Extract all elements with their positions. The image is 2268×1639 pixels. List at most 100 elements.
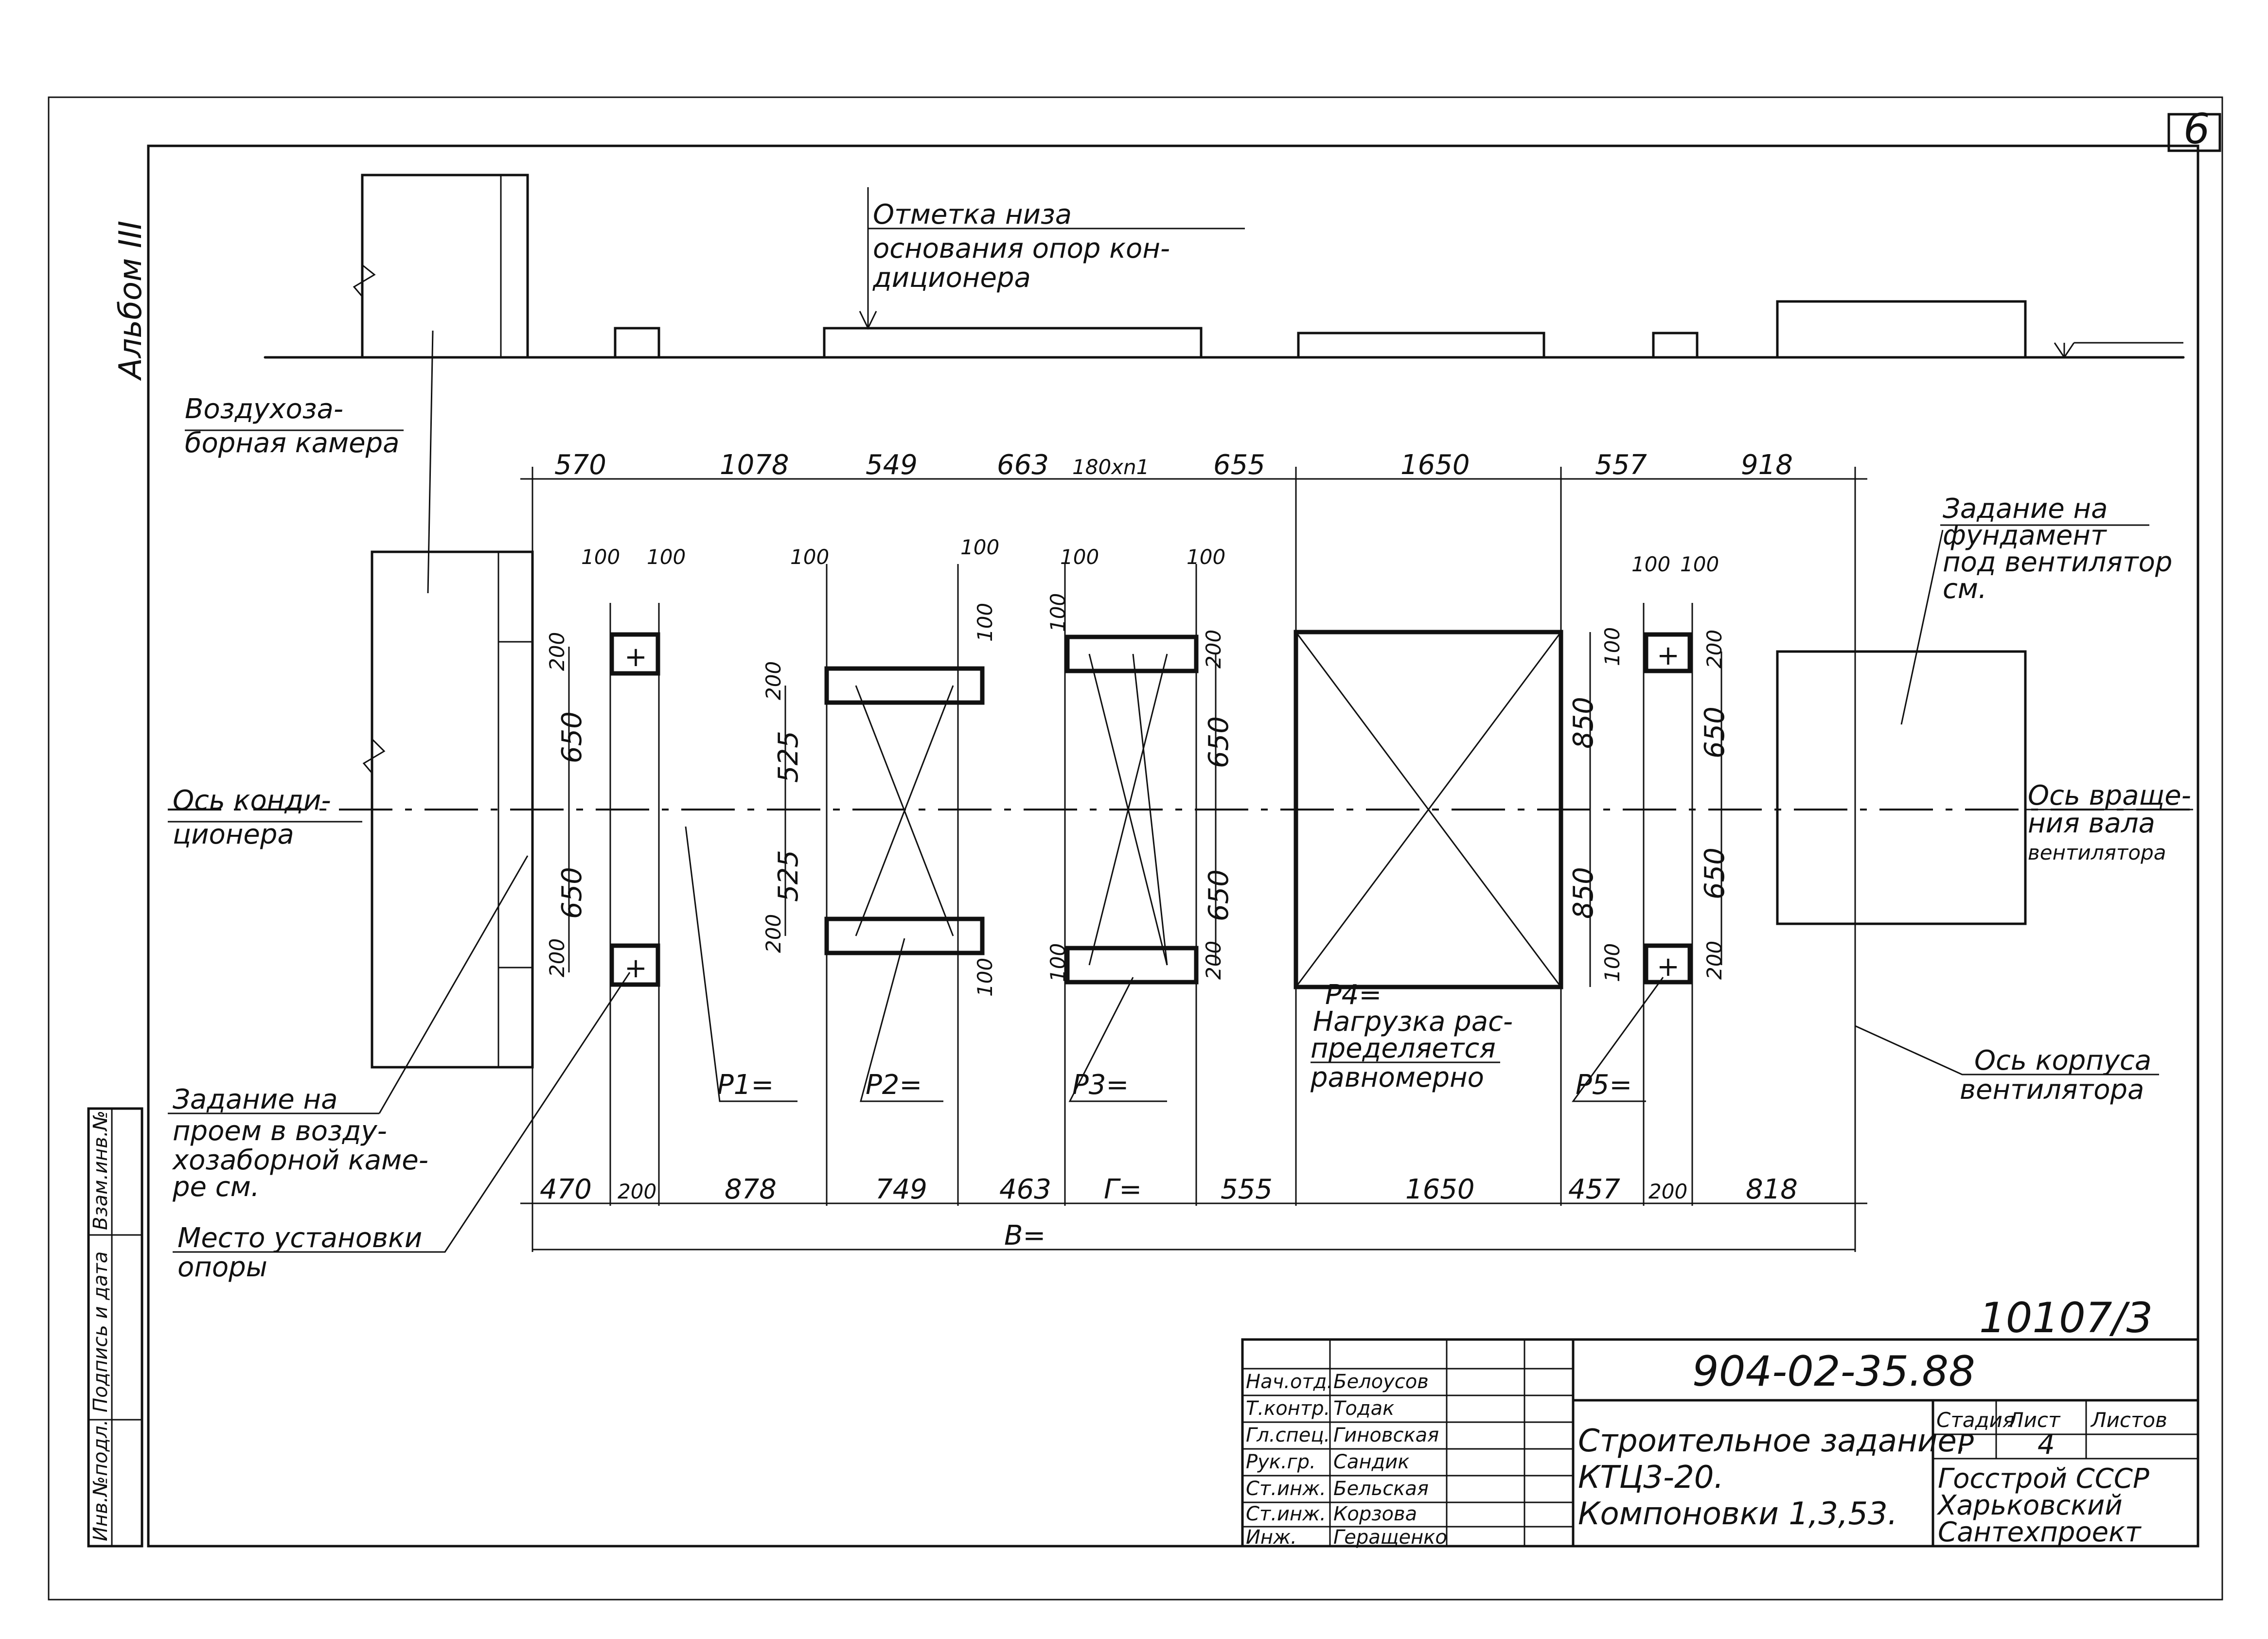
svg-text:100: 100 — [1046, 943, 1070, 982]
label-support-place-1: Место установки — [177, 1222, 422, 1254]
svg-text:Геращенко: Геращенко — [1333, 1526, 1447, 1549]
elevation-fan-block — [1776, 300, 2027, 359]
svg-text:100: 100 — [1060, 545, 1099, 569]
side-stamp-inv: Инв.№подл. — [89, 1419, 112, 1541]
top-dimension-chain: 570 1078 549 663 180xn1 655 1650 557 918 — [520, 449, 1867, 481]
support-pad-3-top — [1065, 634, 1199, 673]
bottom-dim-1: 470 — [540, 1174, 592, 1205]
bottom-dim-5: 463 — [999, 1174, 1051, 1205]
label-air-chamber-2: борная камера — [185, 427, 399, 459]
vdim-col1-bottom: 650 — [556, 867, 588, 919]
label-fan-shaft-1: Ось враще- — [2028, 780, 2191, 811]
elevation-air-chamber — [361, 174, 529, 359]
vdim-col4-top: 850 — [1568, 697, 1599, 749]
svg-text:4: 4 — [2038, 1429, 2055, 1461]
label-opening-3: хозаборной каме- — [172, 1145, 428, 1176]
label-fan-shaft-2: ния вала — [2028, 808, 2155, 839]
inner-frame — [147, 144, 2199, 1548]
bottom-dim-10: 200 — [1648, 1180, 1687, 1203]
label-fan-shaft-3: вентилятора — [2028, 841, 2166, 864]
annotations: Воздухоза- борная камера Ось конди- цион… — [168, 330, 2193, 1283]
svg-text:Сандик: Сандик — [1333, 1451, 1409, 1473]
doc-code: 904-02-35.88 — [1692, 1347, 1975, 1396]
svg-text:100: 100 — [790, 545, 829, 569]
load-p2: P2= — [866, 1069, 922, 1101]
label-opening-2: проем в возду- — [173, 1115, 387, 1147]
bottom-dim-6: Г= — [1104, 1174, 1142, 1205]
vdim-col2-bottom: 525 — [773, 850, 804, 902]
svg-text:200: 200 — [1202, 630, 1225, 669]
load-p3: P3= — [1072, 1069, 1129, 1101]
description-1: Строительное задание. — [1578, 1423, 1967, 1459]
svg-text:100: 100 — [1187, 545, 1225, 569]
svg-text:200: 200 — [545, 938, 569, 977]
svg-text:Листов: Листов — [2090, 1408, 2167, 1432]
label-fan-foundation-2: фундамент — [1943, 520, 2107, 551]
svg-text:100: 100 — [1631, 552, 1670, 576]
svg-text:Корзова: Корзова — [1333, 1503, 1417, 1525]
plan-view: + + + + — [168, 467, 2193, 1252]
svg-text:Нач.отд.: Нач.отд. — [1246, 1371, 1333, 1393]
p4-note-2: Нагрузка рас- — [1313, 1006, 1513, 1038]
support-pad-5-top — [1644, 632, 1692, 673]
svg-text:+: + — [624, 641, 647, 673]
svg-text:Ст.инж.: Ст.инж. — [1246, 1478, 1326, 1500]
bottom-dim-2: 200 — [618, 1180, 656, 1203]
vdim-col2-top: 525 — [773, 731, 804, 783]
top-dim-2: 1078 — [720, 449, 789, 481]
label-opening-1: Задание на — [173, 1084, 337, 1115]
svg-text:Лист: Лист — [2007, 1408, 2061, 1432]
support-pad-1-top — [609, 632, 660, 676]
svg-text:100: 100 — [973, 603, 997, 642]
description-3: Компоновки 1,3,53. — [1578, 1496, 1897, 1532]
vdim-col4-bottom: 850 — [1568, 867, 1599, 919]
elevation-view: Отметка низа основания опор кон- диционе… — [264, 174, 2185, 359]
svg-text:Т.контр.: Т.контр. — [1246, 1397, 1330, 1420]
svg-text:Рук.гр.: Рук.гр. — [1246, 1451, 1316, 1473]
label-fan-foundation-1: Задание на — [1943, 493, 2108, 525]
svg-text:Инж.: Инж. — [1246, 1526, 1297, 1549]
vdim-col5-top: 650 — [1699, 706, 1731, 758]
load-p1: P1= — [717, 1069, 774, 1101]
svg-text:100: 100 — [1600, 627, 1624, 666]
label-support-place-2: опоры — [177, 1251, 267, 1283]
support-pad-2-bottom — [824, 916, 985, 955]
svg-text:200: 200 — [762, 914, 785, 953]
label-fan-foundation-4: см. — [1943, 573, 1987, 605]
label-fan-housing-2: вентилятора — [1960, 1074, 2144, 1106]
svg-text:100: 100 — [960, 535, 999, 559]
outer-frame — [48, 96, 2223, 1601]
svg-text:Р: Р — [1957, 1429, 1974, 1461]
svg-text:Белоусов: Белоусов — [1333, 1371, 1429, 1393]
side-stamp-replace: Взам.инв.№ — [89, 1110, 112, 1230]
svg-text:Гиновская: Гиновская — [1333, 1424, 1439, 1446]
break-mark — [353, 264, 376, 297]
svg-text:200: 200 — [1702, 941, 1726, 980]
label-opening-4: ре см. — [172, 1171, 260, 1203]
svg-text:200: 200 — [1202, 941, 1225, 980]
vdim-col5-bottom: 650 — [1699, 847, 1731, 899]
label-air-chamber-1: Воздухоза- — [185, 393, 343, 425]
side-stamp-sign: Подпись и дата — [89, 1251, 112, 1412]
svg-text:200: 200 — [545, 632, 569, 671]
svg-text:100: 100 — [1046, 593, 1070, 632]
extension-lines — [532, 467, 1856, 1252]
svg-text:100: 100 — [581, 545, 620, 569]
stamp-number: 10107/3 — [1979, 1294, 2153, 1342]
org-2: Харьковский — [1936, 1490, 2123, 1521]
total-dim: B= — [1004, 1220, 1045, 1251]
elevation-support-1 — [614, 327, 660, 359]
plan-fan-block — [1776, 650, 2027, 925]
support-pad-1-bottom — [609, 943, 660, 987]
bottom-dim-9: 457 — [1568, 1174, 1620, 1205]
svg-text:100: 100 — [1680, 552, 1719, 576]
bottom-dim-11: 818 — [1746, 1174, 1798, 1205]
sheet-number-box — [2167, 113, 2221, 152]
support-frame-4 — [1293, 630, 1563, 989]
label-bottom-supports-2: основания опор кон- — [873, 233, 1170, 264]
support-pad-3-bottom — [1065, 946, 1199, 985]
description-2: КТЦ3-20. — [1578, 1460, 1724, 1496]
support-pad-5-bottom — [1644, 943, 1692, 985]
